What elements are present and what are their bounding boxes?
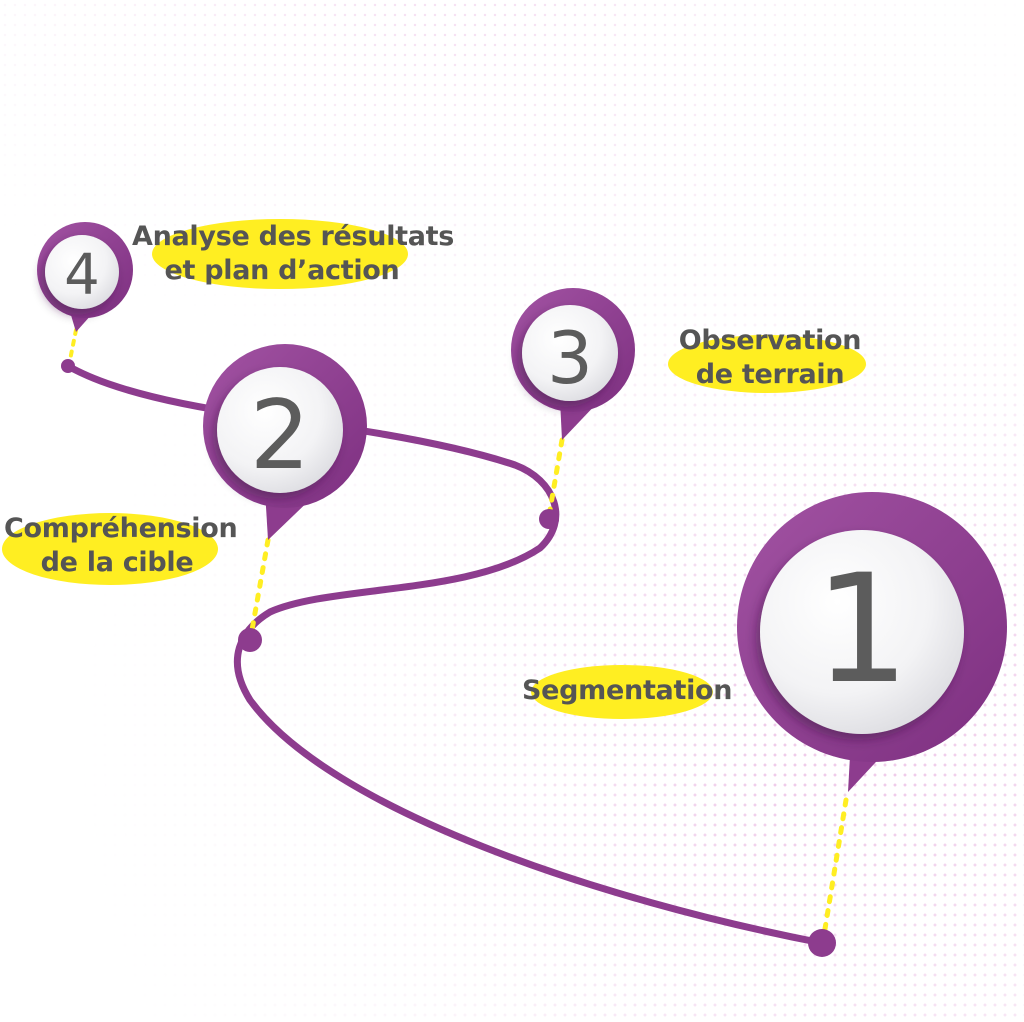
connector-step-2 [249,537,271,633]
step-1-label-line-1: Segmentation [522,675,733,706]
connector-step-1 [821,797,849,938]
step-4-label-line-2: et plan d’action [164,254,400,286]
step-3-label-line-2: de terrain [695,358,845,390]
highlight-step-4 [152,219,408,289]
step-4-label-line-1: Analyse des résultats [132,221,455,252]
milestone-dot-1 [808,929,836,957]
step-4-label: Analyse des résultats et plan d’action [132,220,455,288]
road-path [64,362,826,947]
step-2-label-line-2: de la cible [40,546,194,578]
step-3-number: 3 [547,316,593,400]
highlight-step-2 [2,513,218,585]
step-1-label: Segmentation [522,674,733,708]
milestone-dot-3 [539,509,559,529]
highlight-step-1 [531,665,713,719]
highlight-step-3 [668,335,866,393]
pin-marker-1: 1 [737,492,1007,792]
milestone-dot-4 [61,359,75,373]
step-2-label: Compréhension de la cible [4,512,238,580]
step-1-number: 1 [814,543,909,717]
step-3-label-line-1: Observation [678,325,862,356]
pin-marker-4: 4 [37,222,133,332]
step-4-number: 4 [64,243,100,308]
step-2-label-line-1: Compréhension [4,513,238,544]
milestone-dot-2 [238,628,262,652]
step-3-label: Observation de terrain [670,324,870,392]
pin-marker-2: 2 [203,344,367,540]
pin-marker-3: 3 [511,288,635,440]
step-2-number: 2 [250,381,310,491]
connector-step-3 [547,437,565,513]
connector-step-4 [68,328,78,362]
